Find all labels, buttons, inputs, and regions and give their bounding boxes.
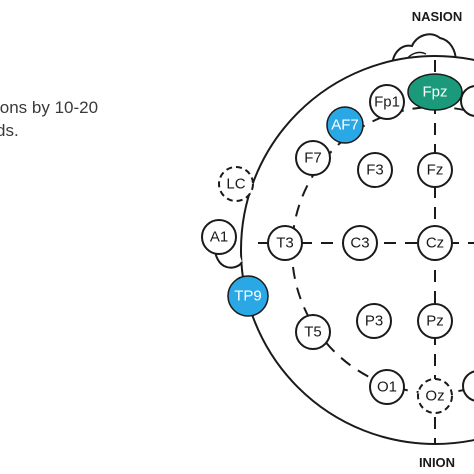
electrode-cropped-right[interactable]	[460, 85, 474, 117]
electrode-label-t3: T3	[276, 235, 294, 252]
inion-label: INION	[419, 455, 455, 470]
electrode-f3[interactable]: F3	[357, 152, 393, 188]
electrode-label-o1: O1	[377, 379, 397, 396]
caption-line-2: ds.	[0, 121, 19, 140]
electrode-label-cz: Cz	[426, 235, 444, 252]
electrode-label-f3: F3	[366, 162, 384, 179]
electrode-label-f7: F7	[304, 150, 322, 167]
electrode-label-fpz: Fpz	[422, 84, 447, 101]
figure-caption: ions by 10-20 ds.	[0, 96, 98, 142]
electrode-label-t5: T5	[304, 324, 322, 341]
electrode-t5[interactable]: T5	[295, 314, 331, 350]
electrode-label-lc: LC	[226, 176, 245, 193]
electrode-fp1[interactable]: Fp1	[369, 84, 405, 120]
electrode-cropped-lower-right[interactable]	[462, 370, 474, 402]
electrode-o1[interactable]: O1	[369, 369, 405, 405]
electrode-af7[interactable]: AF7	[326, 106, 364, 144]
caption-line-1: ions by 10-20	[0, 98, 99, 117]
electrode-label-fz: Fz	[427, 162, 444, 179]
electrode-label-p3: P3	[365, 313, 383, 330]
electrode-label-c3: C3	[350, 235, 369, 252]
electrode-c3[interactable]: C3	[342, 225, 378, 261]
electrode-label-a1: A1	[210, 229, 228, 246]
electrode-label-fp1: Fp1	[374, 94, 400, 111]
electrode-fpz[interactable]: Fpz	[407, 73, 463, 111]
electrode-label-af7: AF7	[331, 117, 359, 134]
electrode-label-tp9: TP9	[234, 288, 262, 305]
nasion-label: NASION	[412, 9, 463, 24]
electrode-cz[interactable]: Cz	[417, 225, 453, 261]
electrode-a1[interactable]: A1	[201, 219, 237, 255]
electrode-pz[interactable]: Pz	[417, 303, 453, 339]
electrode-label-pz: Pz	[426, 313, 444, 330]
electrode-group: Fp1 Fpz AF7 F7 F3	[201, 73, 474, 414]
electrode-oz[interactable]: Oz	[417, 378, 453, 414]
electrode-fz[interactable]: Fz	[417, 152, 453, 188]
electrode-f7[interactable]: F7	[295, 140, 331, 176]
electrode-p3[interactable]: P3	[356, 303, 392, 339]
electrode-label-oz: Oz	[425, 388, 444, 405]
electrode-lc[interactable]: LC	[218, 166, 254, 202]
electrode-tp9[interactable]: TP9	[227, 275, 269, 317]
electrode-t3[interactable]: T3	[267, 225, 303, 261]
